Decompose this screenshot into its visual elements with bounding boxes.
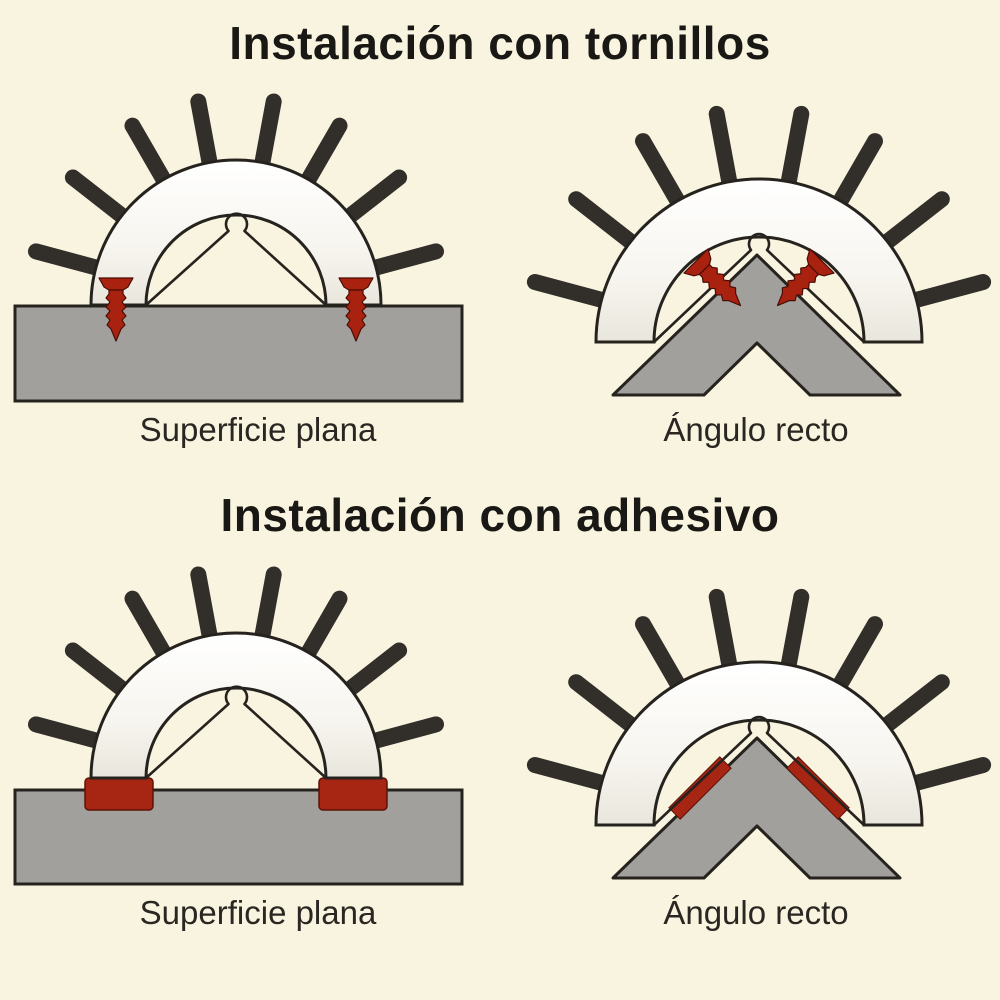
section-title-adhesive: Instalación con adhesivo [220,489,780,541]
strip-base-cross-section [653,715,865,826]
screw-icon [683,248,742,307]
screw-icon [98,277,134,342]
spike-strip-arch [89,158,383,307]
spike-strip-arch [89,631,383,780]
figure-flat-surface-adhesive [13,566,464,886]
flat-surface [13,304,464,403]
caption-angle-screws: Ángulo recto [663,411,849,448]
spike-strip-arch [594,177,924,344]
adhesive-strip-icon [786,756,850,820]
right-angle-surface [611,736,902,880]
adhesive-pad-icon [84,777,154,811]
figure-right-angle-adhesive [526,588,992,880]
spike-strip-arch [594,660,924,827]
figure-content [526,588,992,880]
section-title-screws: Instalación con tornillos [229,17,771,69]
figure-right-angle-screws [526,105,992,397]
strip-base-cross-section [145,212,327,306]
adhesive-strip-icon [668,756,732,820]
flat-surface [13,788,464,886]
screw-icon [776,248,835,307]
strip-base-cross-section [653,232,865,343]
caption-flat-screws: Superficie plana [139,411,377,448]
caption-flat-adhesive: Superficie plana [139,894,377,931]
strip-base-cross-section [145,685,327,779]
screw-icon [338,277,374,342]
figure-flat-surface-screws [13,93,464,403]
adhesive-pad-icon [318,777,388,811]
right-angle-surface [611,253,902,397]
caption-angle-adhesive: Ángulo recto [663,894,849,931]
